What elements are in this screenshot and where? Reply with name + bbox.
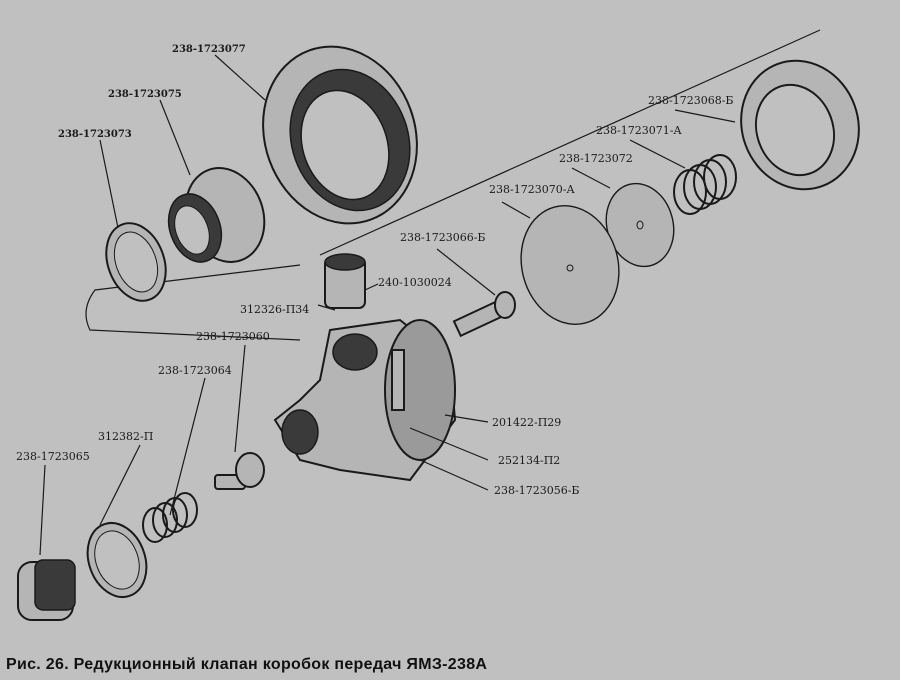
valve-238-1723066-B xyxy=(452,291,516,338)
union-240-1030024 xyxy=(324,253,366,309)
assembly-axis-line xyxy=(85,29,821,341)
label-238-1723070-A: 238-1723070-А xyxy=(489,183,575,196)
washer-238-1723073 xyxy=(105,222,167,302)
label-238-1723056-B: 238-1723056-Б xyxy=(494,484,580,497)
label-238-1723071-A: 238-1723071-А xyxy=(596,124,682,137)
leader-lines xyxy=(39,54,736,556)
body-238-1723056-B xyxy=(273,318,457,482)
cover-238-1723068-B xyxy=(740,59,860,191)
plug-238-1723065 xyxy=(17,559,76,621)
nut-238-1723077 xyxy=(262,45,418,225)
label-238-1723065: 238-1723065 xyxy=(16,450,90,463)
label-240-1030024: 240-1030024 xyxy=(378,276,452,289)
spring-238-1723071-A xyxy=(673,154,737,215)
plunger-238-1723060 xyxy=(214,452,265,490)
label-238-1723075: 238-1723075 xyxy=(108,89,182,100)
label-252134-P2: 252134-П2 xyxy=(498,454,560,467)
fitting-238-1723075 xyxy=(167,167,266,263)
figure-caption: Рис. 26. Редукционный клапан коробок пер… xyxy=(6,656,488,673)
diaphragm-238-1723070-A xyxy=(520,205,620,325)
label-312326-P34: 312326-П34 xyxy=(240,303,309,316)
label-201422-P29: 201422-П29 xyxy=(492,416,561,429)
label-238-1723068-B: 238-1723068-Б xyxy=(648,94,734,107)
label-238-1723072: 238-1723072 xyxy=(559,152,633,165)
label-238-1723060: 238-1723060 xyxy=(196,330,270,343)
label-238-1723077: 238-1723077 xyxy=(172,44,246,55)
label-238-1723064: 238-1723064 xyxy=(158,364,232,377)
washer-312382-P xyxy=(86,522,148,598)
label-238-1723066-B: 238-1723066-Б xyxy=(400,231,486,244)
label-238-1723073: 238-1723073 xyxy=(58,129,132,140)
spring-238-1723064 xyxy=(142,492,198,543)
label-312382-P: 312382-П xyxy=(98,430,153,443)
